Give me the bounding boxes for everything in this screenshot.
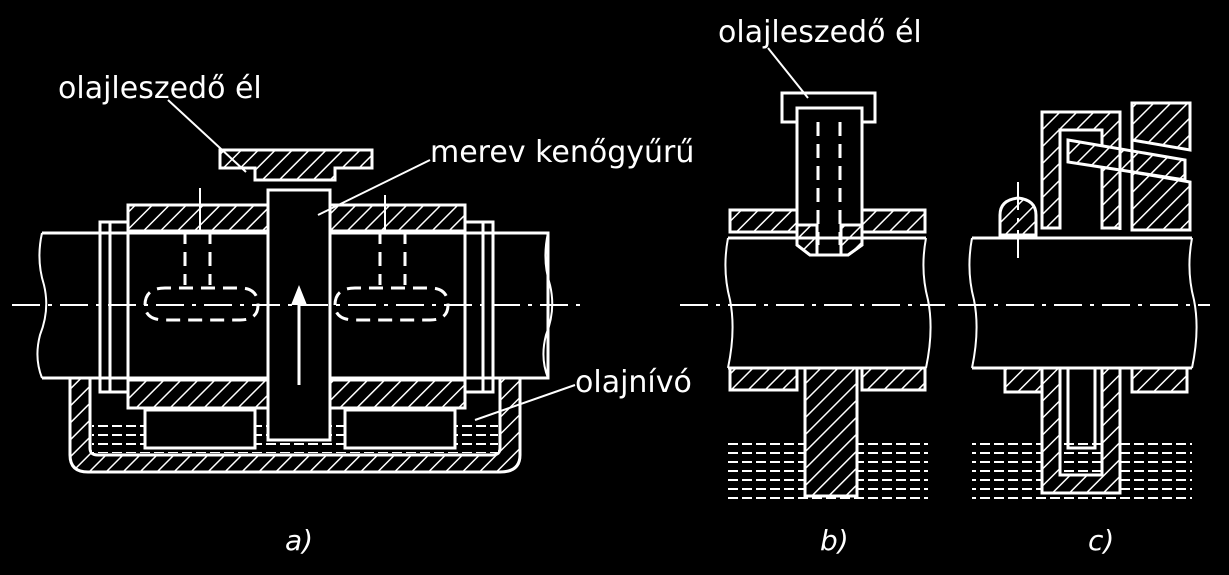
oil-channel-right [333,230,450,322]
journal-a [128,231,465,380]
label-oil-edge-a: olajleszedő él [58,71,262,106]
leader-oil-level [474,384,576,421]
shaft-break-right [542,232,554,379]
label-oil-level: olajnívó [575,365,692,400]
housing-bottom-left-b [728,366,799,392]
shaft-break-right-c [1188,237,1198,369]
shaft-collar-left [98,220,130,394]
bearing-shell-top-left [126,203,270,233]
caption-b: b) [820,524,849,557]
bearing-foot-right [343,408,457,450]
figure-a: olajleszedő él merev kenőgyűrű olajnívó … [12,71,694,557]
label-rigid-ring: merev kenőgyűrű [430,135,694,170]
housing-bottom-right-b [860,366,927,392]
bearing-shell-bottom-left [126,378,270,410]
ring-arrow-head [291,285,307,305]
caption-c: c) [1088,524,1114,557]
ring-housing-top-c [1040,110,1122,230]
housing-top-left-b [728,208,799,234]
leader-rigid-ring [317,159,431,216]
figure-b: olajleszedő él b) [680,15,945,557]
fixed-housing-edge-c [1118,103,1134,230]
shaft-break-left-c [968,237,978,369]
shaft-c [972,236,1192,370]
shaft-break-left-b [724,237,734,369]
shaft-b [728,236,926,370]
upper-housing-a [218,148,374,182]
shaft-break-right-b [922,237,932,369]
bearing-shell-bottom-right [328,378,467,410]
leader-oil-edge-a [167,99,247,173]
housing-top-right-b [860,208,927,234]
channel-hatch-b [795,223,864,257]
ring-housing-bottom-c [1040,366,1122,495]
nut-c [998,196,1038,237]
vertical-channel-inner-b [816,122,842,245]
shaft-collar-right [463,220,495,394]
figure-c: c) [958,101,1210,557]
ring-inner-c [1066,368,1097,450]
housing-bottom-right-c [1130,366,1189,394]
label-oil-edge-b: olajleszedő él [718,15,922,50]
oil-channel-left [143,230,260,322]
bearing-foot-left [143,408,257,450]
leader-oil-edge-b [767,47,809,99]
rigid-ring-b [803,366,859,498]
caption-a: a) [285,524,313,557]
bearing-shell-top-right [328,203,467,233]
shaft-break-left [36,232,48,379]
